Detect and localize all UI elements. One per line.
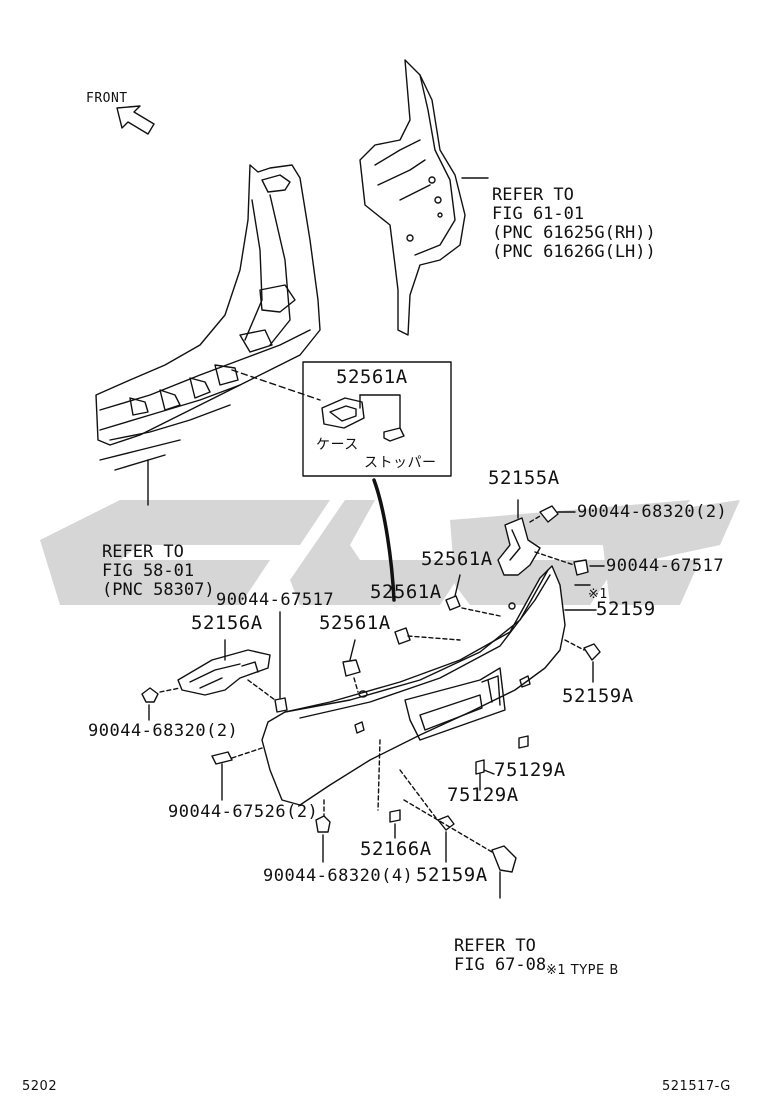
inset-part-number: 52561A xyxy=(336,366,408,388)
part-52159A-bottom: 52159A xyxy=(416,864,488,886)
part-90044-68320-2-right: 90044-68320(2) xyxy=(577,502,728,522)
screw-icon xyxy=(211,751,233,765)
screw-icon xyxy=(539,505,559,523)
page-number: 5202 xyxy=(22,1079,58,1094)
screw-icon xyxy=(583,643,601,661)
screw-icon xyxy=(141,687,159,703)
plate-icon xyxy=(475,759,485,775)
rear-bumper-cover xyxy=(261,565,566,806)
part-90044-67517-right: 90044-67517 xyxy=(606,556,725,576)
screw-icon xyxy=(437,815,455,831)
part-52159A-right: 52159A xyxy=(562,685,634,707)
part-52156A: 52156A xyxy=(191,612,263,634)
clip-icon xyxy=(342,659,361,677)
front-label: FRONT xyxy=(86,91,128,106)
part-75129A-upper: 75129A xyxy=(494,759,566,781)
part-52166A: 52166A xyxy=(360,838,432,860)
screw-icon xyxy=(573,559,589,576)
case-label: ケース xyxy=(316,437,359,453)
stopper-label: ストッパー xyxy=(364,455,437,471)
part-90044-67517-left: 90044-67517 xyxy=(216,590,335,610)
part-52561A-left: 52561A xyxy=(319,612,391,634)
part-52159: 52159 xyxy=(596,598,656,620)
reflector-lamp-icon xyxy=(491,845,517,873)
type-b-note: ※1 TYPE B xyxy=(546,963,619,978)
part-52155A: 52155A xyxy=(488,467,560,489)
part-52561A-right: 52561A xyxy=(421,548,493,570)
plate-icon xyxy=(518,735,529,749)
quarter-panel-inner xyxy=(359,59,466,336)
clip-icon xyxy=(445,595,461,611)
clip-stopper-icon xyxy=(383,427,405,442)
clip-icon xyxy=(394,627,411,645)
figure-code: 521517-G xyxy=(662,1079,731,1094)
part-90044-68320-2-left: 90044-68320(2) xyxy=(88,721,239,741)
front-arrow-icon xyxy=(116,105,155,135)
clip-case-icon xyxy=(321,397,365,429)
bracket-52156A xyxy=(177,649,271,696)
note-mark-1: ※1 xyxy=(588,587,608,602)
screw-icon xyxy=(274,697,288,713)
body-side-structure xyxy=(95,164,321,446)
part-52561A-middle: 52561A xyxy=(370,581,442,603)
part-90044-68320-4: 90044-68320(4) xyxy=(263,866,414,886)
part-90044-67526-2: 90044-67526(2) xyxy=(168,802,319,822)
screw-icon xyxy=(315,815,331,833)
clip-52166A-icon xyxy=(389,809,401,823)
detail-inset-box xyxy=(302,361,452,477)
part-75129A-lower: 75129A xyxy=(447,784,519,806)
